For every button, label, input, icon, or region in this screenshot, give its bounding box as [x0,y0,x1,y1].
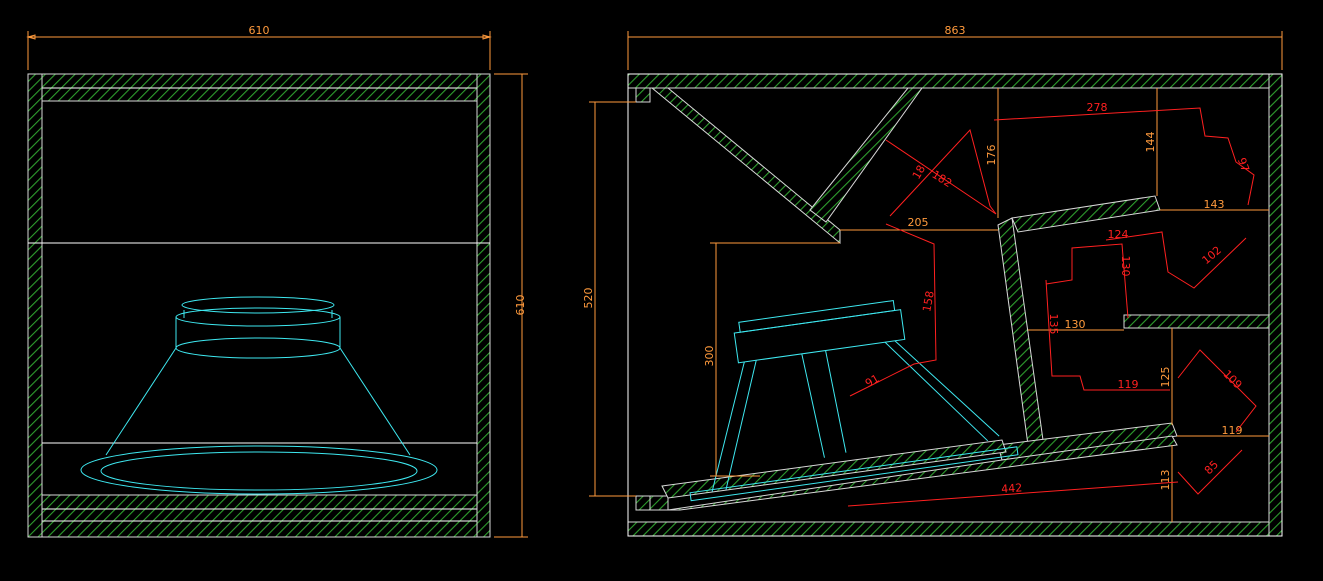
upper-diagonal-baffle [650,87,841,245]
dim-125: 125 [1159,367,1172,388]
dim-158: 158 [920,290,936,313]
dim-102: 102 [1200,244,1224,267]
dim-113: 113 [1159,470,1172,491]
front-bottom-wall [27,494,491,538]
dim-300: 300 [703,346,716,367]
side-height-dimension: 520 [582,101,636,497]
front-height-label: 610 [514,295,527,316]
side-right-wall [1268,73,1283,537]
driver-baffle [661,439,1007,499]
dim-130-horizontal: 130 [1065,318,1086,331]
dim-119-bottom: 119 [1222,424,1243,437]
dim-130-vertical: 130 [1119,256,1132,277]
dim-97: 97 [1235,156,1252,174]
dim-278: 278 [1087,101,1108,114]
dim-124: 124 [1108,228,1129,241]
dim-91: 91 [863,372,882,390]
side-width-label: 863 [945,24,966,37]
dim-442: 442 [1001,481,1023,495]
dim-135: 135 [1047,314,1060,335]
front-width-dimension: 610 [26,24,492,70]
side-width-dimension: 863 [627,24,1283,70]
bottom-slope [667,435,1178,511]
side-height-label: 520 [582,288,595,309]
upper-shelf [1011,195,1161,233]
dim-144: 144 [1144,132,1157,153]
front-driver [80,296,438,495]
dim-176: 176 [985,145,998,166]
side-left-frame [627,73,1283,537]
side-view: 863 520 300 205 176 144 143 125 119 [582,24,1283,537]
side-driver [689,300,1019,502]
dim-119: 119 [1118,378,1139,391]
dim-182: 182 [930,168,955,190]
orange-dimensions: 300 205 176 144 143 125 119 113 130 [703,88,1269,522]
front-height-dimension: 610 [494,73,528,538]
front-width-label: 610 [249,24,270,37]
dim-143: 143 [1204,198,1225,211]
dim-18: 18 [910,163,928,182]
inner-vertical-wall [997,217,1044,446]
front-view: 610 610 [26,24,528,538]
middle-shelf [1123,314,1270,329]
side-bottom-wall [627,521,1283,537]
front-left-wall [27,73,43,538]
front-right-wall [476,73,491,538]
dim-205: 205 [908,216,929,229]
dim-109: 109 [1220,368,1244,392]
upper-short-baffle [809,87,923,223]
side-top-wall [627,73,1283,89]
